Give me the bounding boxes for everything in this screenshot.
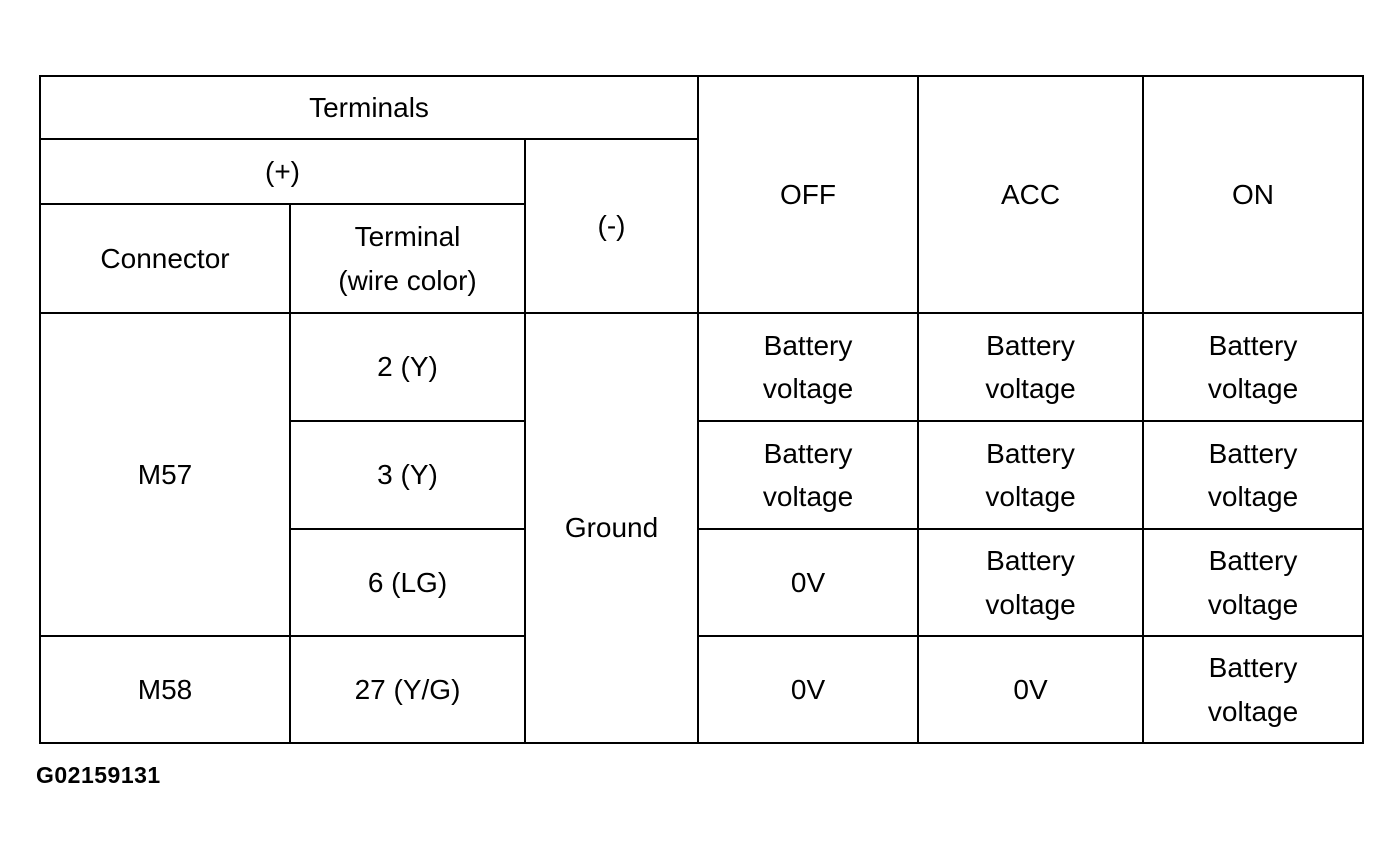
cell-terminal-r3: 27 (Y/G)	[289, 635, 526, 744]
cell-off-r0: Battery voltage	[697, 312, 920, 422]
header-cell-terminal-wire-color: Terminal (wire color)	[289, 203, 526, 314]
header-cell-on: ON	[1142, 75, 1365, 314]
cell-on-r0: Battery voltage	[1142, 312, 1365, 422]
figure-id-label: G02159131	[36, 762, 161, 788]
cell-terminal-r2: 6 (LG)	[289, 528, 526, 637]
cell-on-r1: Battery voltage	[1142, 420, 1365, 530]
cell-acc-r0: Battery voltage	[917, 312, 1145, 422]
cell-terminal-r0: 2 (Y)	[289, 312, 526, 422]
cell-off-r2: 0V	[697, 528, 920, 637]
header-row-polarity: (+) (-)	[39, 138, 1363, 314]
table-row: 6 (LG) 0V Battery voltage Battery voltag…	[40, 528, 1365, 637]
header-cell-terminals: Terminals	[38, 75, 700, 140]
cell-off-r1: Battery voltage	[697, 420, 920, 530]
cell-off-r3: 0V	[697, 635, 920, 744]
cell-connector-m57: M57	[39, 312, 291, 637]
cell-acc-r2: Battery voltage	[917, 528, 1145, 637]
cell-acc-r3: 0V	[917, 635, 1145, 744]
table-row: M58 27 (Y/G) 0V 0V Battery voltage	[39, 635, 1365, 744]
cell-on-r3: Battery voltage	[1142, 635, 1365, 744]
header-row-labels: Connector Terminal (wire color)	[39, 203, 1363, 314]
header-cell-connector: Connector	[39, 203, 291, 314]
header-cell-minus: (-)	[523, 138, 700, 314]
table-row: M57 2 (Y) Ground Battery voltage Battery…	[39, 312, 1365, 744]
cell-on-r2: Battery voltage	[1142, 528, 1365, 637]
header-cell-off: OFF	[697, 75, 920, 314]
table-row: 3 (Y) Battery voltage Battery voltage Ba…	[40, 420, 1365, 530]
cell-acc-r1: Battery voltage	[917, 420, 1145, 530]
header-cell-plus: (+)	[39, 138, 526, 205]
cell-connector-m58: M58	[39, 635, 291, 744]
header-cell-acc: ACC	[917, 75, 1145, 314]
cell-ground: Ground	[523, 312, 700, 744]
ignition-switch-voltage-table: Terminals OFF ACC ON (+) (-) Connector T…	[38, 75, 1365, 744]
header-row-terminals: Terminals OFF ACC ON	[38, 75, 1365, 314]
cell-terminal-r1: 3 (Y)	[289, 420, 526, 530]
